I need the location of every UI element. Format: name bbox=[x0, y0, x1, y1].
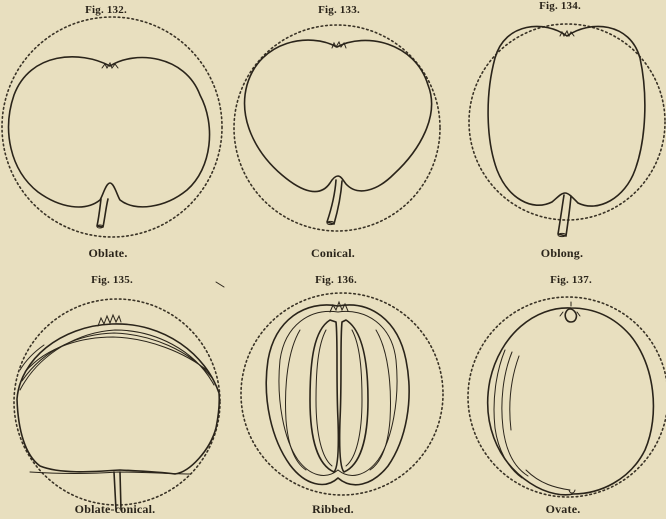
fig-137-guide-circle bbox=[468, 297, 666, 497]
fig-137-outline bbox=[488, 308, 654, 495]
fig-134-stem bbox=[558, 195, 571, 236]
fig-132-guide-circle bbox=[2, 17, 222, 237]
fig-136-ribbed-drawing bbox=[241, 293, 443, 495]
fig-135-oblate-conical-drawing bbox=[14, 299, 220, 510]
fig-134-oblong-drawing bbox=[469, 24, 665, 237]
fig-132-oblate-drawing bbox=[2, 17, 222, 237]
fig-133-stem bbox=[327, 180, 342, 224]
fig-134-guide-circle bbox=[469, 24, 665, 220]
fig-132-stem bbox=[97, 199, 108, 227]
stray-mark bbox=[216, 282, 224, 287]
fig-134-outline bbox=[488, 26, 645, 206]
fig-135-outline bbox=[17, 324, 219, 474]
fig-137-ovate-drawing bbox=[468, 297, 666, 497]
fig-137-calyx bbox=[565, 309, 576, 322]
fig-133-conical-drawing bbox=[234, 25, 440, 231]
fig-133-outline bbox=[245, 40, 432, 191]
fig-132-outline bbox=[9, 57, 210, 207]
fig-136-calyx bbox=[330, 302, 348, 312]
